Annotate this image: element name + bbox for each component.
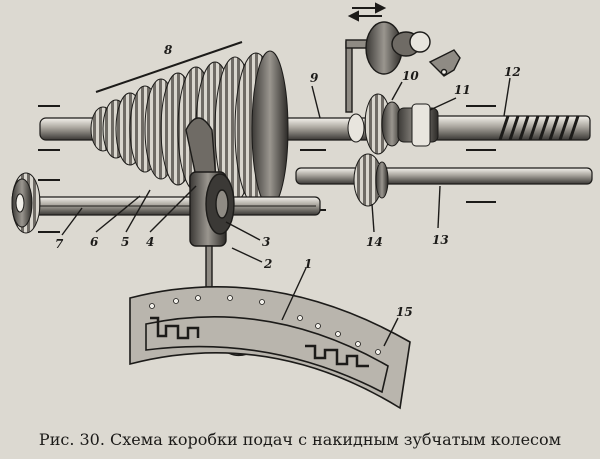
label-13: 13 xyxy=(432,233,449,247)
index-plate xyxy=(129,286,411,410)
figure-caption: Рис. 30. Схема коробки подач с накидным … xyxy=(38,430,562,449)
gear-block xyxy=(347,93,439,155)
label-6: 6 xyxy=(90,235,99,249)
left-gear xyxy=(11,172,41,234)
label-14: 14 xyxy=(366,235,383,249)
label-8: 8 xyxy=(164,43,173,57)
label-1: 1 xyxy=(304,257,313,271)
direction-arrows xyxy=(347,2,387,22)
label-4: 4 xyxy=(146,235,155,249)
shifting-fork xyxy=(185,117,235,307)
label-3: 3 xyxy=(262,235,271,249)
label-15: 15 xyxy=(396,305,413,319)
lower-shaft-right xyxy=(295,167,593,185)
cone-bracket xyxy=(95,41,243,93)
index-plate-holes xyxy=(149,295,381,355)
label-11: 11 xyxy=(454,83,471,97)
gear-cone xyxy=(90,50,289,208)
lead-screw xyxy=(419,115,591,141)
gearbox-schematic xyxy=(11,2,593,410)
top-linkage xyxy=(345,21,461,113)
label-10: 10 xyxy=(402,69,419,83)
label-5: 5 xyxy=(121,235,130,249)
bearing-supports xyxy=(38,105,496,233)
label-2: 2 xyxy=(264,257,273,271)
label-7: 7 xyxy=(55,237,64,251)
label-9: 9 xyxy=(310,71,319,85)
gear-fourteen xyxy=(353,153,389,207)
leader-lines xyxy=(61,77,511,347)
label-12: 12 xyxy=(504,65,521,79)
